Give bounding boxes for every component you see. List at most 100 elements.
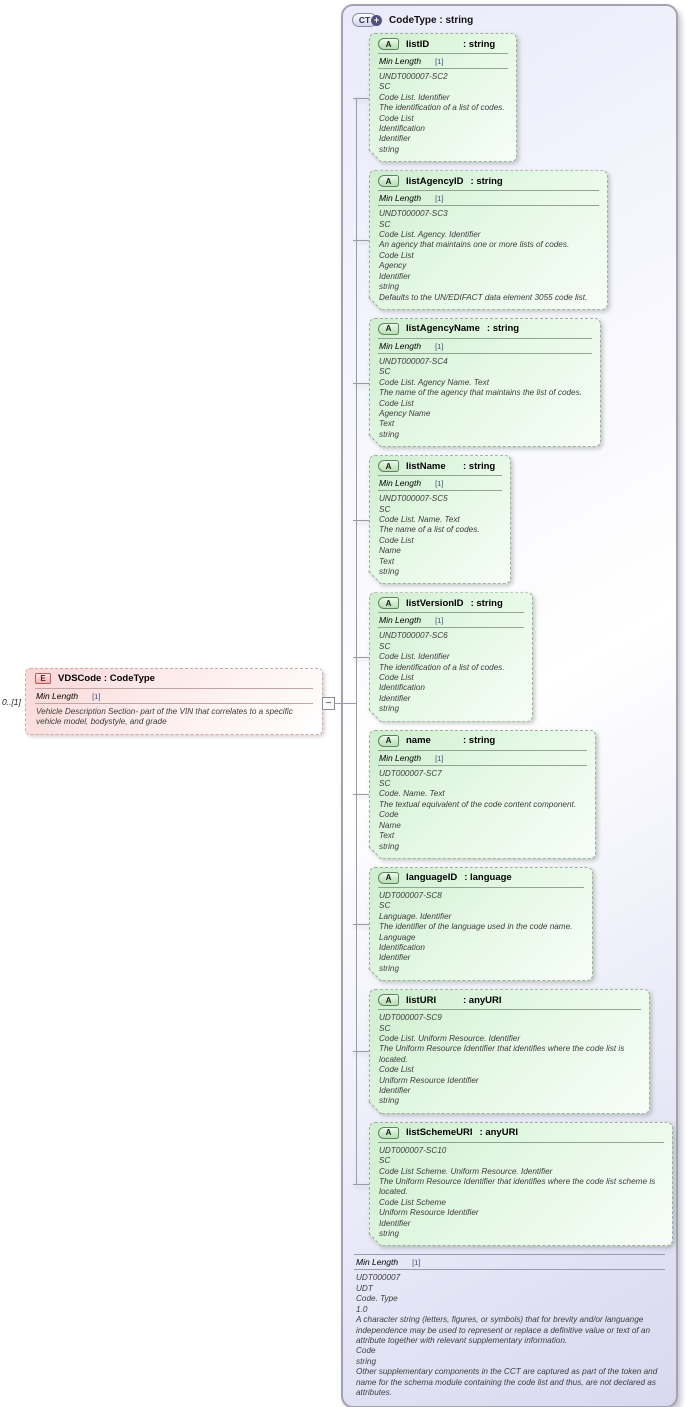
annotation-line: Code List. Name. Text [379,514,460,524]
divider [354,1254,665,1256]
collapse-toggle-button[interactable]: − [322,697,335,710]
annotation-line: string [379,567,400,576]
attribute-name: listName [406,460,446,472]
element-vdscode-box[interactable]: E VDSCode : CodeType Min Length [1] Vehi… [25,668,323,735]
complextype-codetype-box[interactable]: CT + CodeType : string A listID : string… [341,4,678,1407]
annotation-line: SC [379,504,391,514]
annotation-line: UNDT000007-SC5 [379,494,448,504]
facet-min-length-label: Min Length [379,340,422,351]
annotation-line: SC [379,641,391,651]
facet-block: Min Length [1] [377,191,600,206]
element-connector-line [323,703,356,704]
facet-occurrence: [1] [435,194,444,204]
annotation-line: Code [379,810,399,820]
attribute-icon: A [378,1127,399,1139]
annotation-line: string [379,704,400,714]
facet-block: Min Length [1] [377,339,593,354]
annotation-line: Text [379,556,395,566]
annotation-line: Text [379,831,395,841]
attribute-type: : string [486,323,520,335]
attribute-icon: A [378,38,399,50]
attribute-type: : string [463,38,496,50]
annotation-line: UNDT000007-SC2 [379,72,448,81]
divider [35,688,313,689]
annotation-line: Code List [379,1065,414,1075]
divider [378,1142,664,1143]
annotation-line: UDT000007-SC10 [379,1145,447,1155]
attribute-type: : string [463,735,496,747]
annotation-line: Other supplementary components in the CC… [356,1367,658,1397]
annotation-line: Code List [379,113,414,123]
divider [378,612,524,613]
annotation-line: Agency [379,261,407,271]
facet-row: Min Length [1] [34,689,314,703]
facet-row: Min Length [1] [377,476,503,490]
attribute-name: name [406,735,431,747]
annotation-line: string [379,282,400,292]
facet-block: Min Length [1] [377,476,503,491]
divider [378,475,502,476]
annotation-line: string [379,1229,400,1239]
divider [378,1009,641,1010]
attribute-box-listAgencyName[interactable]: A listAgencyName : string Min Length [1]… [353,318,601,447]
attribute-header: A languageID : language [377,871,585,887]
annotation-line: UDT000007-SC9 [379,1013,442,1023]
annotation-line: Identification [379,124,425,134]
attribute-box-listName[interactable]: A listName : string Min Length [1] UNDT0… [353,455,511,584]
facet-min-length-label: Min Length [379,615,422,626]
divider [378,353,592,354]
attribute-header: A listAgencyID : string [377,174,600,190]
attribute-box-name[interactable]: A name : string Min Length [1] UDT000007… [353,730,596,859]
divider [378,887,584,888]
annotation-line: string [379,963,400,973]
annotation-line: UDT000007-SC7 [379,768,442,778]
annotation-line: string [379,841,400,851]
divider [378,190,599,191]
facet-row: Min Length [1] [377,613,525,627]
facet-block: Min Length [1] [377,613,525,628]
attribute-header: A listAgencyName : string [377,322,593,338]
divider [378,338,592,339]
facet-min-length-label: Min Length [379,478,422,489]
annotation-line: Identifier [379,693,411,703]
facet-min-length-label: Min Length [379,193,422,204]
annotation-line: 1.0 [356,1304,368,1314]
attribute-box-listID[interactable]: A listID : string Min Length [1] UNDT000… [353,33,517,162]
annotation-line: Code. Type [356,1294,398,1304]
attribute-header: A name : string [377,734,588,750]
annotation-line: Identification [379,683,425,693]
annotation-line: SC [379,1023,391,1033]
plus-icon[interactable]: + [371,15,382,26]
annotation-line: Code. Name. Text [379,789,445,799]
divider [378,765,587,766]
attribute-box-listVersionID[interactable]: A listVersionID : string Min Length [1] … [353,592,533,721]
facet-block: Min Length [1] [377,54,509,69]
annotation-line: An agency that maintains one or more lis… [379,240,570,250]
facet-min-length-label: Min Length [356,1257,399,1268]
annotation-line: string [379,144,400,154]
divider [378,627,524,628]
attribute-name: listURI [406,994,437,1006]
annotation-line: Code List. Identifier [379,92,450,102]
attribute-box-listAgencyID[interactable]: A listAgencyID : string Min Length [1] U… [353,170,608,310]
attribute-header: A listSchemeURI : anyURI [377,1126,665,1142]
annotation-line: Identifier [379,1086,411,1095]
annotation-line: Agency Name [379,408,431,418]
annotation-line: UDT [356,1283,373,1293]
element-title: VDSCode : CodeType [58,673,155,684]
facet-min-length-label: Min Length [379,56,422,66]
annotation-line: Code List [379,398,414,408]
attribute-type: : string [470,175,503,187]
attribute-header: A listURI : anyURI [377,993,642,1009]
attribute-name: listAgencyName [406,323,480,335]
facet-occurrence: [1] [435,753,444,763]
attribute-icon: A [378,175,399,187]
facet-block: Min Length [1] [377,751,588,766]
